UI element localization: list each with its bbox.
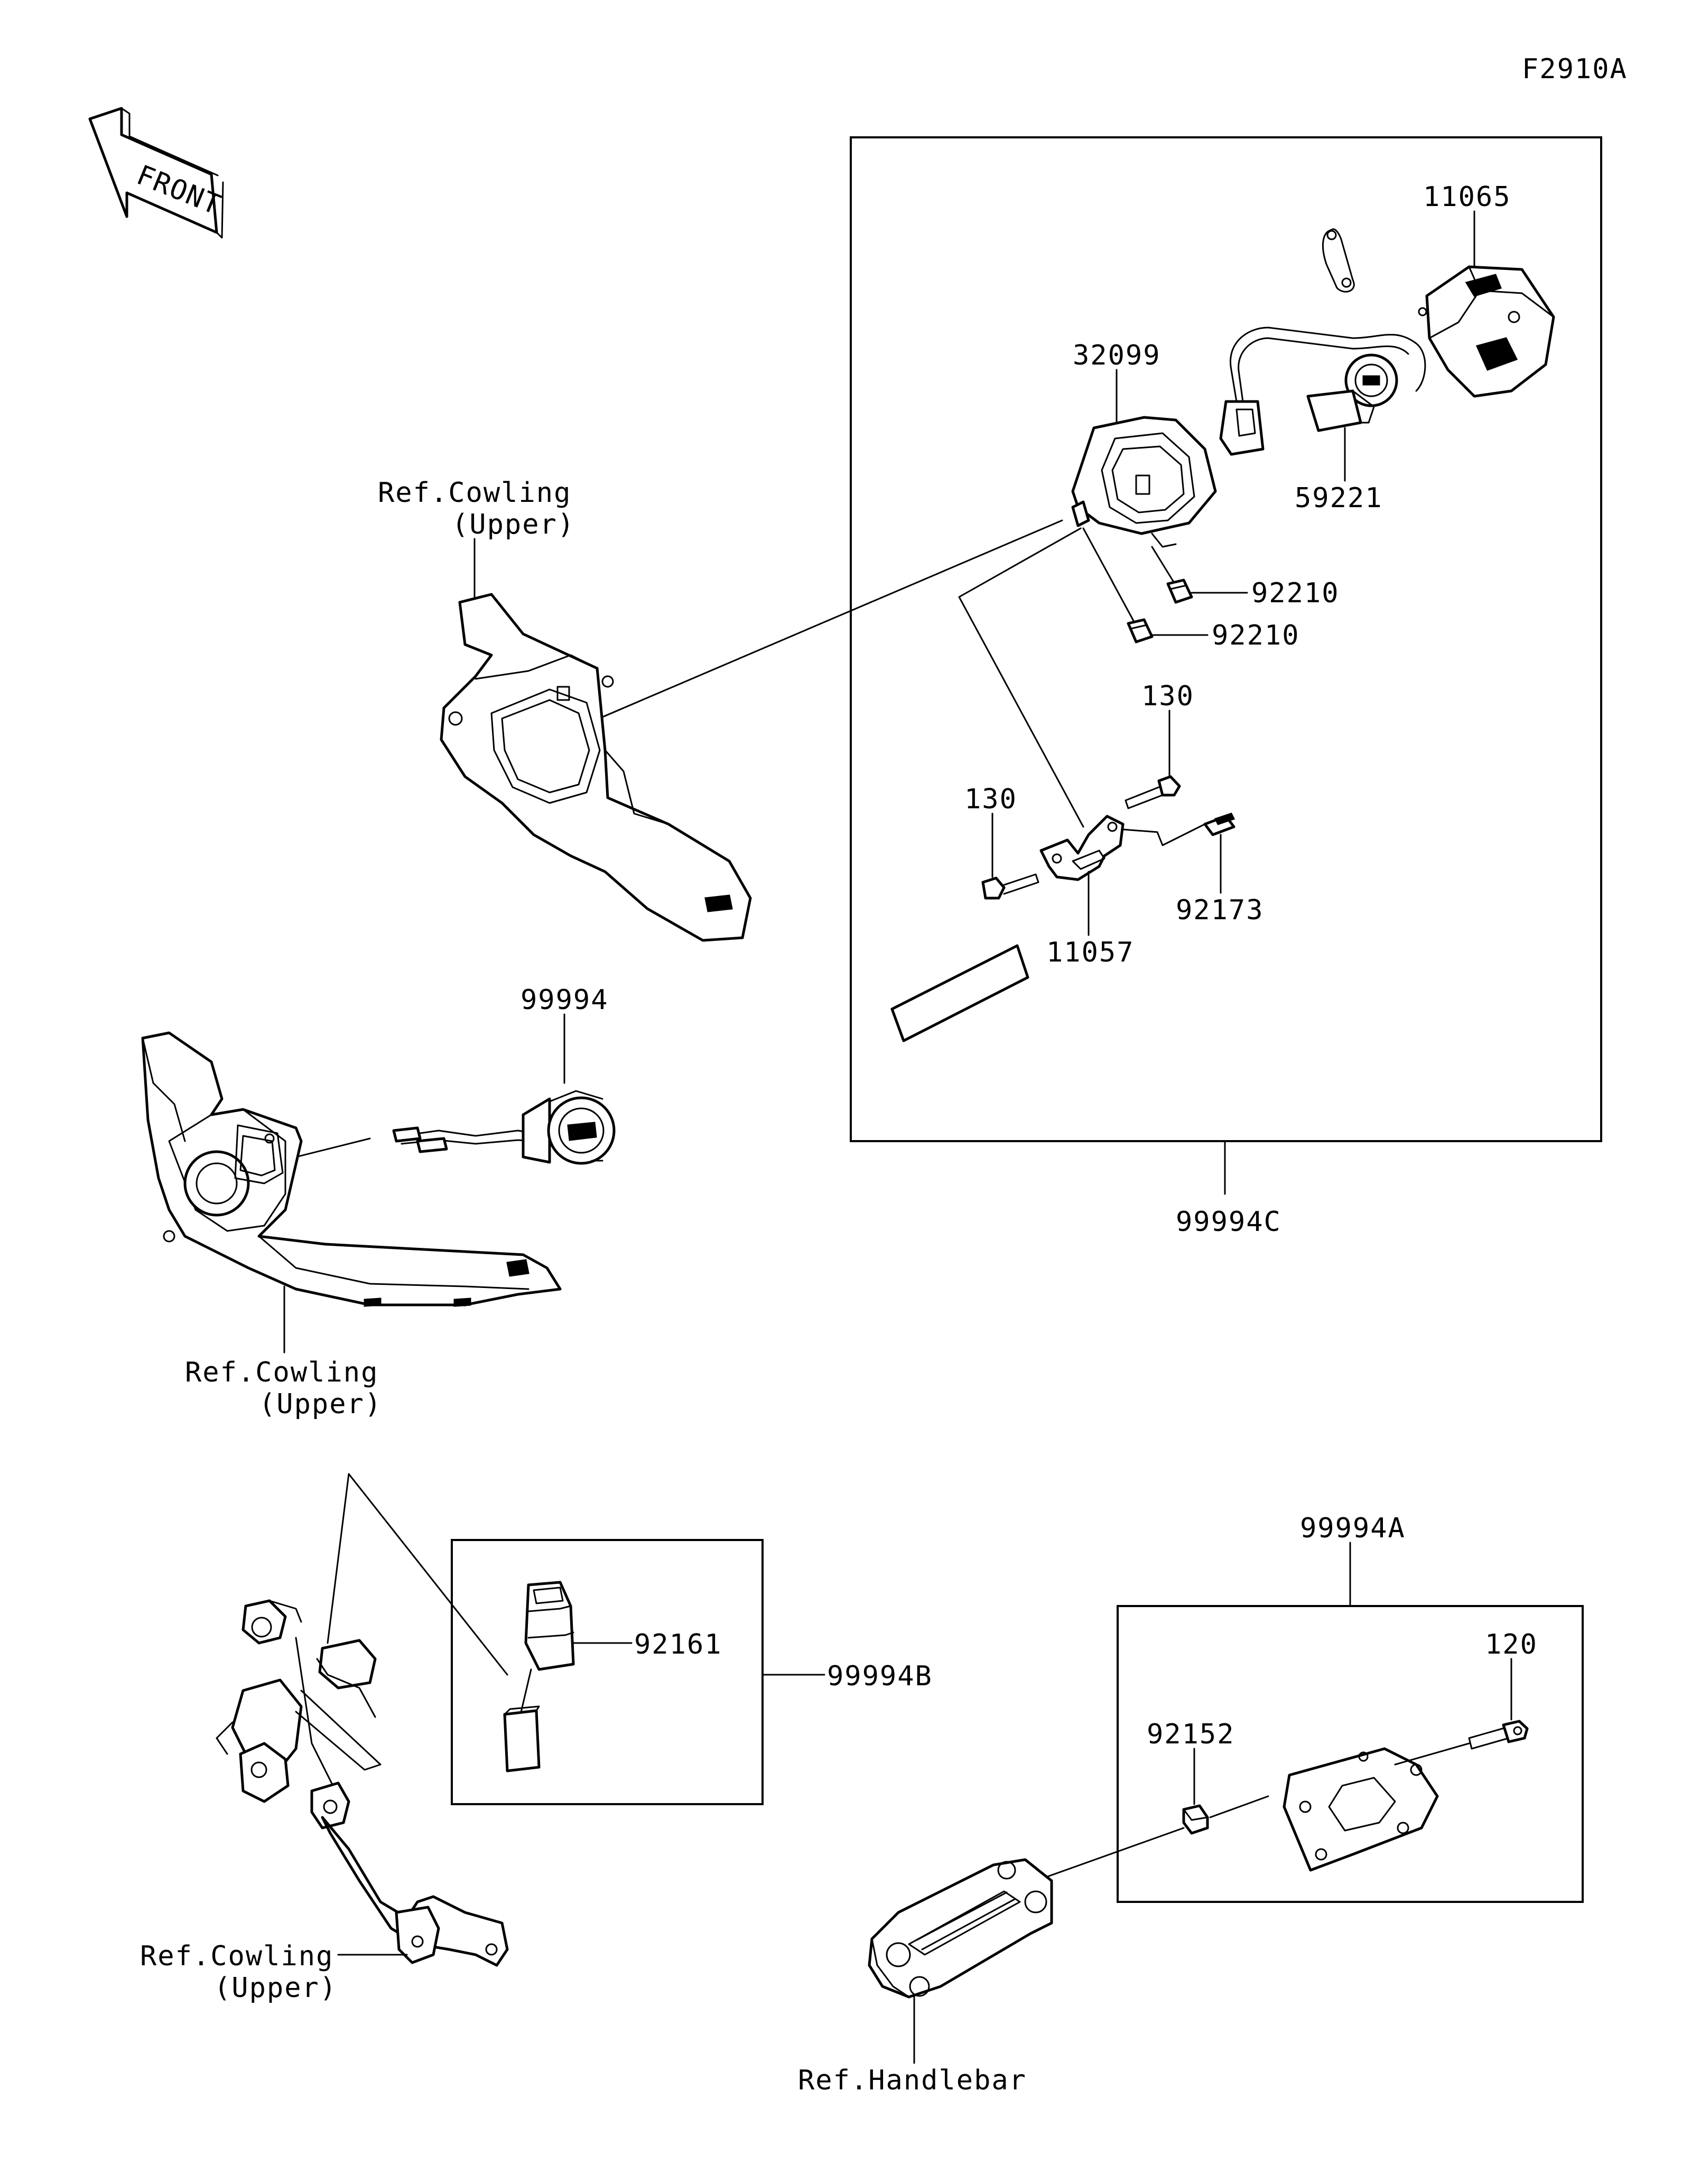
- label-99994: 99994: [521, 984, 609, 1016]
- kit-99994b-box: [451, 1539, 764, 1805]
- kit-99994a-label: 99994A: [1300, 1513, 1406, 1544]
- kit-99994a-box: [1117, 1605, 1584, 1903]
- ref-cowling-3-line1: Ref.Cowling: [140, 1940, 333, 1972]
- kit-99994b-label: 99994B: [827, 1660, 933, 1692]
- guide-housing-to-bracket: [958, 527, 1084, 828]
- ref-cowling-1-line2: (Upper): [452, 509, 575, 540]
- ref-cowling-3-line2: (Upper): [214, 1972, 337, 2004]
- cover-11065: [1418, 265, 1555, 398]
- ref-handlebar: Ref.Handlebar: [798, 2065, 1027, 2096]
- fuse-92173: [1203, 813, 1235, 836]
- ref-cowling-2-line1: Ref.Cowling: [185, 1357, 378, 1388]
- connector-92161: [503, 1581, 575, 1772]
- key-clip-icon: [1322, 228, 1355, 293]
- label-92152: 92152: [1147, 1719, 1235, 1750]
- label-59221: 59221: [1295, 482, 1383, 514]
- label-32099: 32099: [1073, 340, 1161, 371]
- housing-32099: [1071, 416, 1217, 548]
- ref-cowling-1-line1: Ref.Cowling: [378, 477, 571, 509]
- sticker-label: [890, 944, 1029, 1042]
- bolt-130-b: [1125, 775, 1181, 809]
- guide-99994a: [1035, 1742, 1470, 1882]
- bolt-120: [1468, 1720, 1529, 1750]
- collar-92152: [1182, 1804, 1209, 1835]
- guide-92161: [327, 1473, 508, 1676]
- label-92173: 92173: [1176, 894, 1264, 926]
- plate-99994a: [1283, 1747, 1439, 1872]
- label-92161: 92161: [634, 1629, 722, 1660]
- handlebar-clamp: [868, 1858, 1053, 1999]
- label-11057: 11057: [1046, 937, 1135, 968]
- label-120: 120: [1485, 1629, 1538, 1660]
- guide-92210-a: [1151, 546, 1174, 582]
- kit-99994c-box: [850, 136, 1602, 1142]
- guide-housing-to-cowling: [549, 519, 1063, 741]
- front-arrow-icon: FRONT: [88, 107, 226, 239]
- nut-92210-a: [1166, 578, 1193, 604]
- cowling-upper-2: [141, 1031, 562, 1307]
- cowling-upper-1: [440, 593, 752, 942]
- switch-59221: [1219, 326, 1426, 456]
- bolt-130-a: [981, 873, 1039, 900]
- socket-99994: [392, 1090, 616, 1165]
- label-92210-a: 92210: [1251, 577, 1340, 609]
- ref-cowling-2-line2: (Upper): [259, 1388, 382, 1420]
- guide-92210-b: [1082, 527, 1135, 622]
- figure-code: F2910A: [1522, 53, 1628, 85]
- label-130-a: 130: [964, 783, 1017, 815]
- nut-92210-b: [1127, 618, 1154, 643]
- label-130-b: 130: [1141, 680, 1194, 712]
- label-11065: 11065: [1423, 181, 1511, 213]
- label-92210-b: 92210: [1212, 620, 1300, 651]
- bracket-11057: [1039, 815, 1206, 881]
- harness-bracket: [216, 1599, 509, 1967]
- kit-99994c-label: 99994C: [1176, 1206, 1281, 1238]
